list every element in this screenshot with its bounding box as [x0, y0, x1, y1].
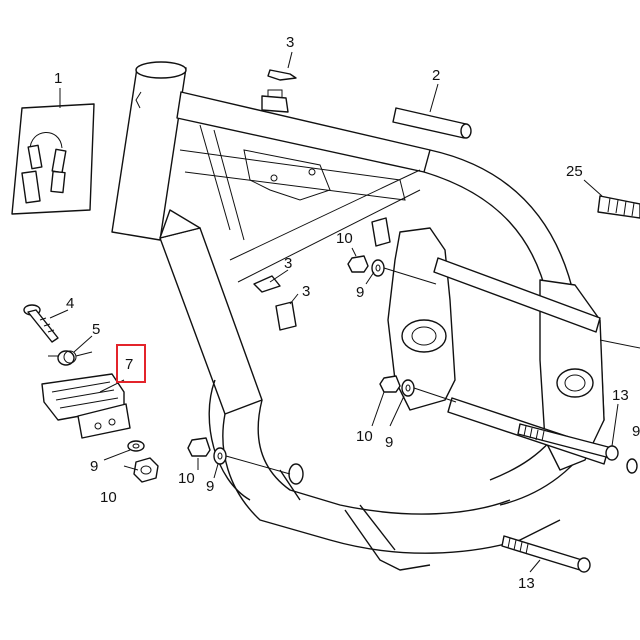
label-3-middle: 3 — [284, 255, 292, 272]
label-2: 2 — [432, 67, 440, 84]
washer-lower-middle — [213, 447, 291, 475]
bolt-part-13-upper — [517, 423, 619, 461]
cable-clip — [371, 217, 391, 247]
label-25: 25 — [566, 163, 583, 180]
label-7: 7 — [125, 356, 133, 373]
washer-upper-middle — [371, 259, 437, 285]
key-set-card — [11, 103, 95, 215]
nut-left — [133, 457, 159, 483]
label-9-lower-middle: 9 — [206, 478, 214, 495]
label-13-lower: 13 — [518, 575, 535, 592]
washer-left — [127, 440, 145, 452]
label-9-center: 9 — [385, 434, 393, 451]
clip-part-3-top — [267, 69, 297, 81]
highlight-box-part-7 — [116, 344, 146, 383]
callout-labels: 1 2 3 25 3 3 10 9 4 5 7 13 9 10 9 9 10 1… — [54, 34, 640, 592]
label-9-left: 9 — [90, 458, 98, 475]
label-10-upper: 10 — [336, 230, 353, 247]
footpeg-part-7 — [41, 373, 131, 439]
part-25-grip — [597, 195, 640, 219]
washer-center — [401, 379, 457, 403]
bolt-part-4 — [23, 304, 59, 343]
clip-part-3-lower — [275, 301, 297, 331]
motorcycle-frame — [111, 61, 609, 571]
bolt-part-13-top-right — [599, 339, 640, 349]
label-4: 4 — [66, 295, 74, 312]
label-9-upper: 9 — [356, 284, 364, 301]
label-10-center: 10 — [356, 428, 373, 445]
label-10-left: 10 — [100, 489, 117, 506]
label-13-upper: 13 — [612, 387, 629, 404]
label-3-lower: 3 — [302, 283, 310, 300]
label-10-lower-middle: 10 — [178, 470, 195, 487]
label-1: 1 — [54, 70, 62, 87]
nut-upper-middle — [347, 255, 369, 273]
nut-lower-middle — [187, 437, 211, 457]
bolt-part-13-lower — [501, 535, 591, 573]
label-5: 5 — [92, 321, 100, 338]
label-9-right: 9 — [632, 423, 640, 440]
label-3-top: 3 — [286, 34, 294, 51]
leader-lines — [49, 51, 619, 573]
nut-center — [379, 375, 401, 393]
washer-right-edge — [626, 458, 638, 474]
spring-part-5 — [48, 350, 93, 366]
